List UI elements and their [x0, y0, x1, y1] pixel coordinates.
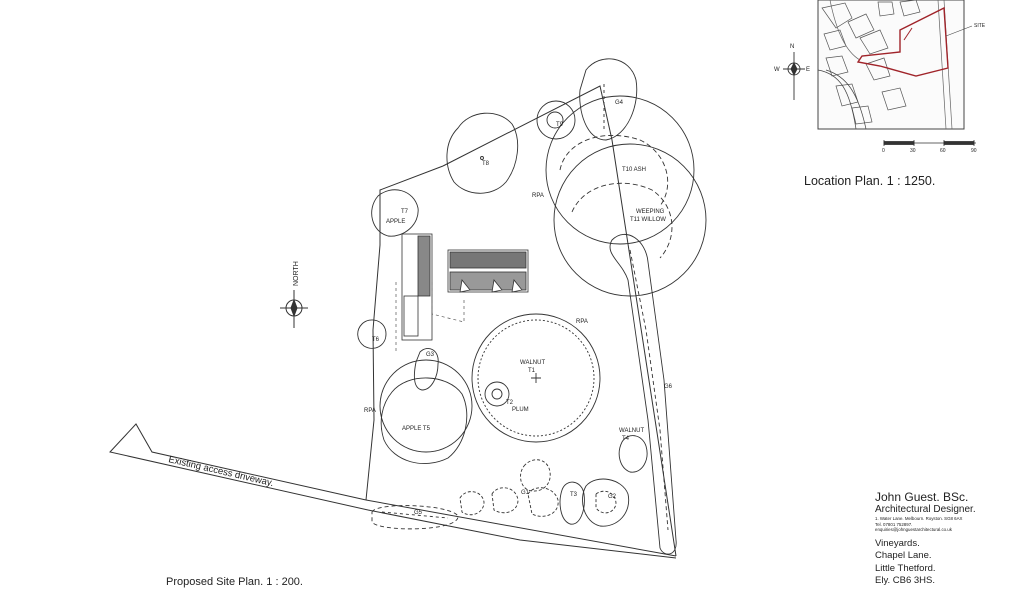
building [401, 233, 529, 341]
designer-address: 1. Water Lane. Melbourn. Royston. SG8 6A… [875, 516, 963, 521]
label-g6: G6 [664, 384, 673, 390]
compass-icon [783, 52, 805, 100]
label-t11-line1: WEEPING [636, 209, 665, 215]
location-plan-map [817, 0, 973, 130]
designer-name: John Guest. BSc. [875, 490, 969, 504]
label-t9: T9 [556, 122, 564, 128]
site-plan-caption: Proposed Site Plan. 1 : 200. [166, 576, 303, 588]
label-t3: T3 [570, 492, 578, 498]
label-rpa-1: RPA [532, 193, 544, 199]
hedge-g6 [609, 234, 677, 555]
north-letter: N [790, 44, 794, 50]
project-line-1: Vineyards. [875, 537, 920, 549]
label-t10: T10 ASH [622, 167, 646, 173]
designer-title: Architectural Designer. [875, 504, 976, 515]
label-t1: T1 [528, 368, 536, 374]
scale-tick-60: 60 [940, 148, 946, 154]
label-rpa-2: RPA [576, 319, 588, 325]
site-boundary [109, 85, 677, 559]
label-t5: APPLE T5 [402, 426, 431, 432]
trees [357, 58, 707, 530]
title-block: John Guest. BSc. Architectural Designer.… [875, 490, 1015, 588]
label-g2: G2 [608, 494, 617, 500]
project-line-4: Ely. CB6 3HS. [875, 575, 936, 587]
label-t8: T8 [482, 161, 490, 167]
scale-tick-30: 30 [910, 148, 916, 154]
label-rpa-3: RPA [364, 408, 376, 414]
label-t2: T2 [506, 400, 514, 406]
label-t2-species: PLUM [512, 407, 529, 413]
label-t7-species: APPLE [386, 219, 405, 225]
label-t11-line2: T11 WILLOW [630, 217, 666, 223]
label-g4: G4 [615, 100, 624, 106]
location-site-label: SITE [974, 23, 986, 29]
designer-tel: Tel. 07801 752897. [875, 521, 913, 527]
label-g3: G3 [426, 352, 435, 358]
scale-tick-0: 0 [882, 148, 885, 154]
designer-email: enquiries@johnguestarchitectural.co.uk [875, 527, 952, 533]
project-line-2: Chapel Lane. [875, 550, 932, 562]
footprint-outline [395, 282, 465, 352]
location-scale-bar [883, 140, 976, 146]
north-arrow-icon [280, 290, 308, 328]
east-letter: E [806, 67, 810, 73]
label-t7: T7 [401, 209, 409, 215]
label-g1: G1 [521, 490, 530, 496]
label-t4-species: WALNUT [619, 428, 644, 434]
label-t4: T4 [622, 436, 630, 442]
location-plan-caption: Location Plan. 1 : 1250. [804, 174, 936, 188]
label-t1-species: WALNUT [520, 360, 545, 366]
project-line-3: Little Thetford. [875, 562, 936, 574]
tree-labels: T7 APPLE T8 T9 G4 T10 ASH WEEPING T11 WI… [364, 100, 673, 516]
label-g5: G5 [414, 510, 423, 516]
driveway-label: Existing access driveway. [167, 454, 274, 489]
scale-tick-90: 90 [971, 148, 977, 154]
label-t6: T6 [372, 337, 380, 343]
north-label: NORTH [293, 261, 300, 286]
west-letter: W [774, 67, 780, 73]
